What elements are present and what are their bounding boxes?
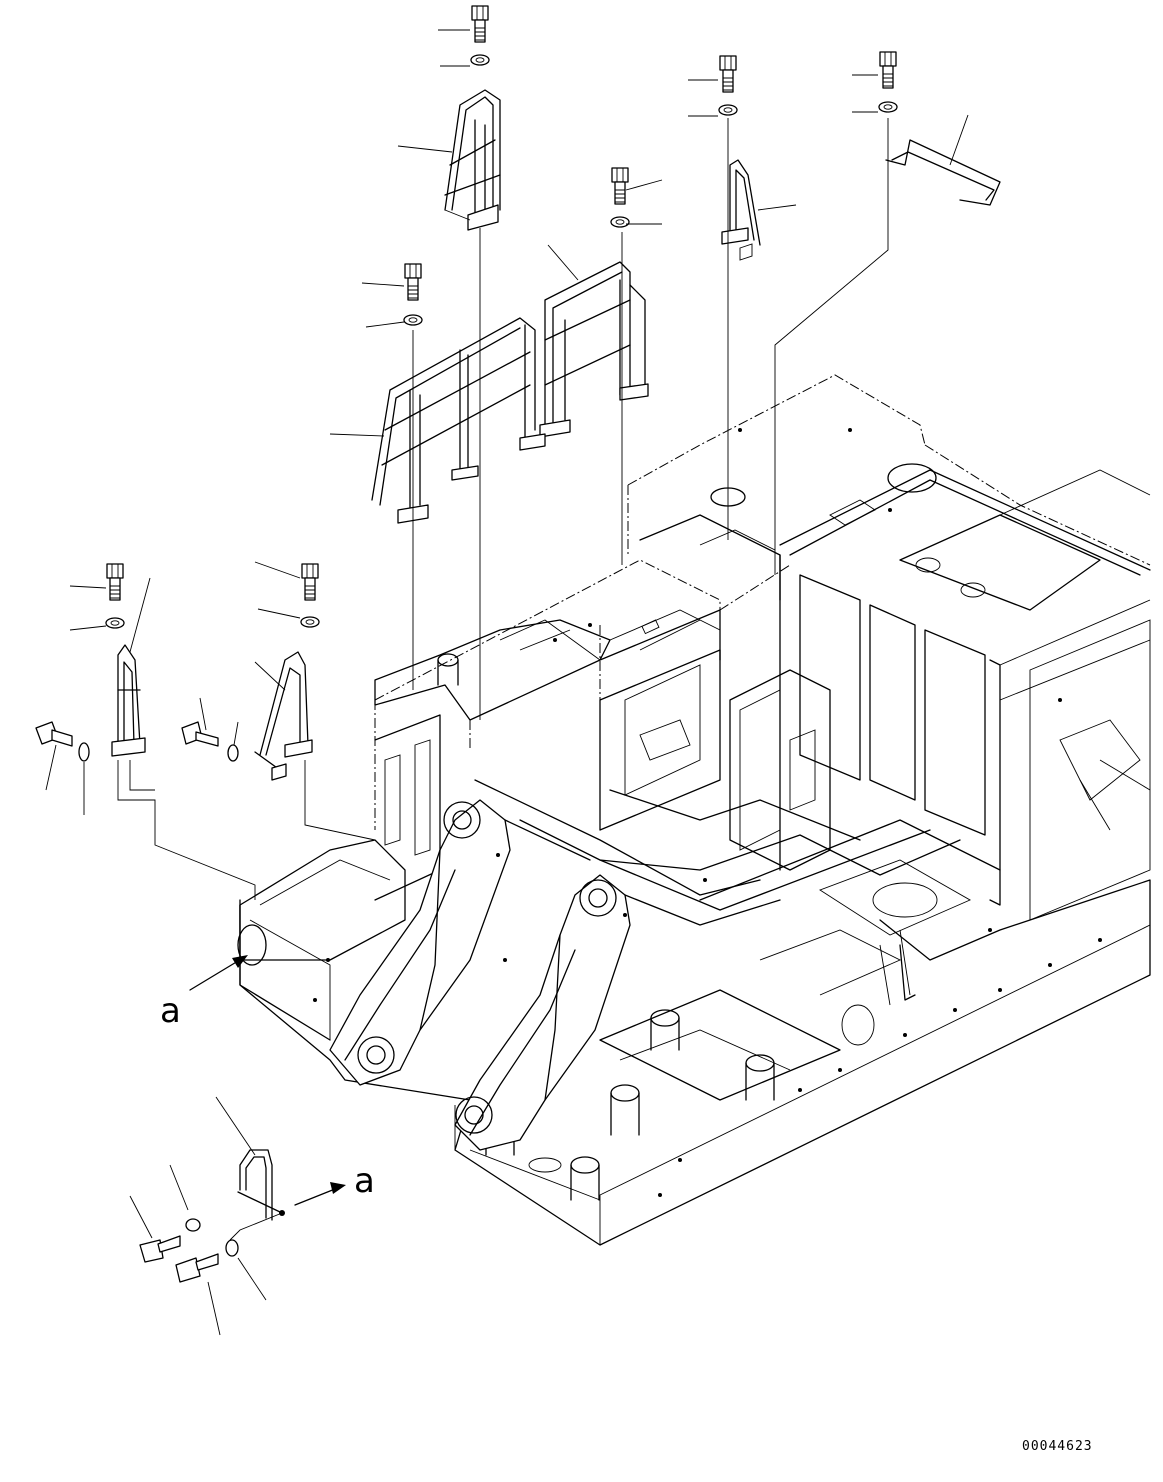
view-label-right: a xyxy=(354,1161,375,1201)
side-bolts-left xyxy=(35,721,239,762)
view-arrow-left: a xyxy=(160,955,248,1031)
handrail-middle-large xyxy=(371,263,546,524)
assembly-lines xyxy=(45,29,969,1336)
handrail-top-far-right xyxy=(878,51,1001,206)
view-arrow-right: a xyxy=(294,1161,375,1206)
frame-bolt-dots xyxy=(313,428,1102,1197)
handrail-middle-small xyxy=(539,167,649,438)
handrail-left-b xyxy=(254,563,320,781)
handrail-left-a xyxy=(105,563,146,757)
handrail-top-right-small xyxy=(718,55,761,261)
grab-handle-lower xyxy=(139,1149,285,1283)
machine-frame xyxy=(237,374,1151,1246)
drawing-number: 00044623 xyxy=(1022,1439,1093,1454)
handrail-top-center xyxy=(444,5,501,231)
view-label-left: a xyxy=(160,991,181,1031)
